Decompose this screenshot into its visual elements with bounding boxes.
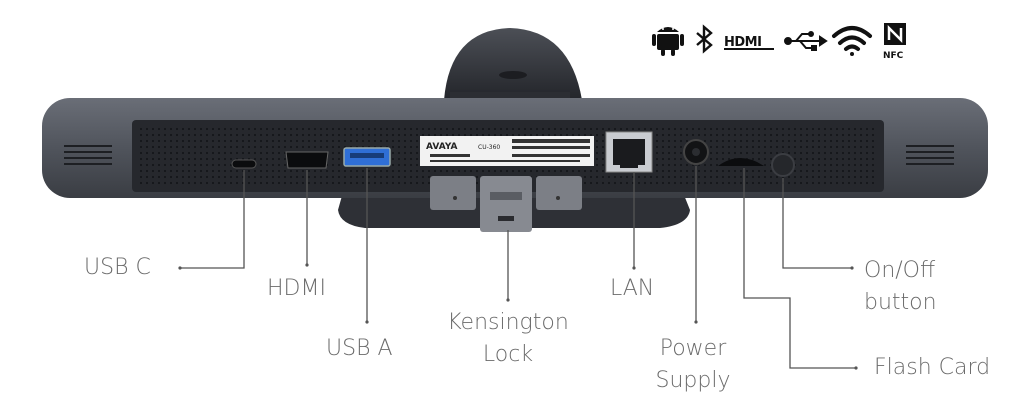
label-on-off-button: On/Off button [864,258,937,316]
label-lan: LAN [610,276,655,301]
wifi-icon [832,26,872,56]
model-label: CU-360 [478,144,500,151]
on-off-button [771,153,795,177]
usb-c-port [231,159,257,169]
label-power-line2: Supply [655,368,731,393]
svg-text:HDMI: HDMI [724,35,761,50]
nfc-icon: NFC [883,23,906,61]
label-power-supply: Power Supply [640,336,746,394]
leader-flash-card [743,168,856,369]
lan-port [605,131,653,173]
power-jack-pin [692,148,700,156]
usb-icon [784,31,828,51]
label-flash-card: Flash Card [874,355,991,380]
brand-label: AVAYA [426,142,457,152]
leader-usb-c [180,170,245,269]
usb-a-port-tongue [350,153,384,158]
label-kensington-lock: Kensington Lock [438,310,578,368]
leader-lines [180,166,856,369]
product-label-plate: AVAYA CU-360 [420,136,594,166]
leader-end-dots [178,263,858,370]
mount-clips [430,176,582,232]
kensington-slot [498,216,514,221]
flash-card-slot [718,158,764,166]
svg-text:NFC: NFC [883,51,904,61]
hdmi-port [285,151,329,169]
label-kensington-line1: Kensington [447,310,569,335]
left-vent [64,145,112,165]
label-usb-c: USB C [84,255,151,280]
label-usb-a: USB A [326,336,393,361]
label-kensington-line2: Lock [482,342,534,367]
label-hdmi: HDMI [267,276,326,301]
label-power-line1: Power [659,336,727,361]
label-onoff-line1: On/Off [864,258,936,283]
label-onoff-line2: button [864,290,937,315]
bluetooth-icon [696,24,713,54]
hdmi-logo-icon: HDMI [724,35,774,50]
right-vent [906,145,954,165]
android-icon [652,27,684,56]
leader-on-off [782,178,852,269]
